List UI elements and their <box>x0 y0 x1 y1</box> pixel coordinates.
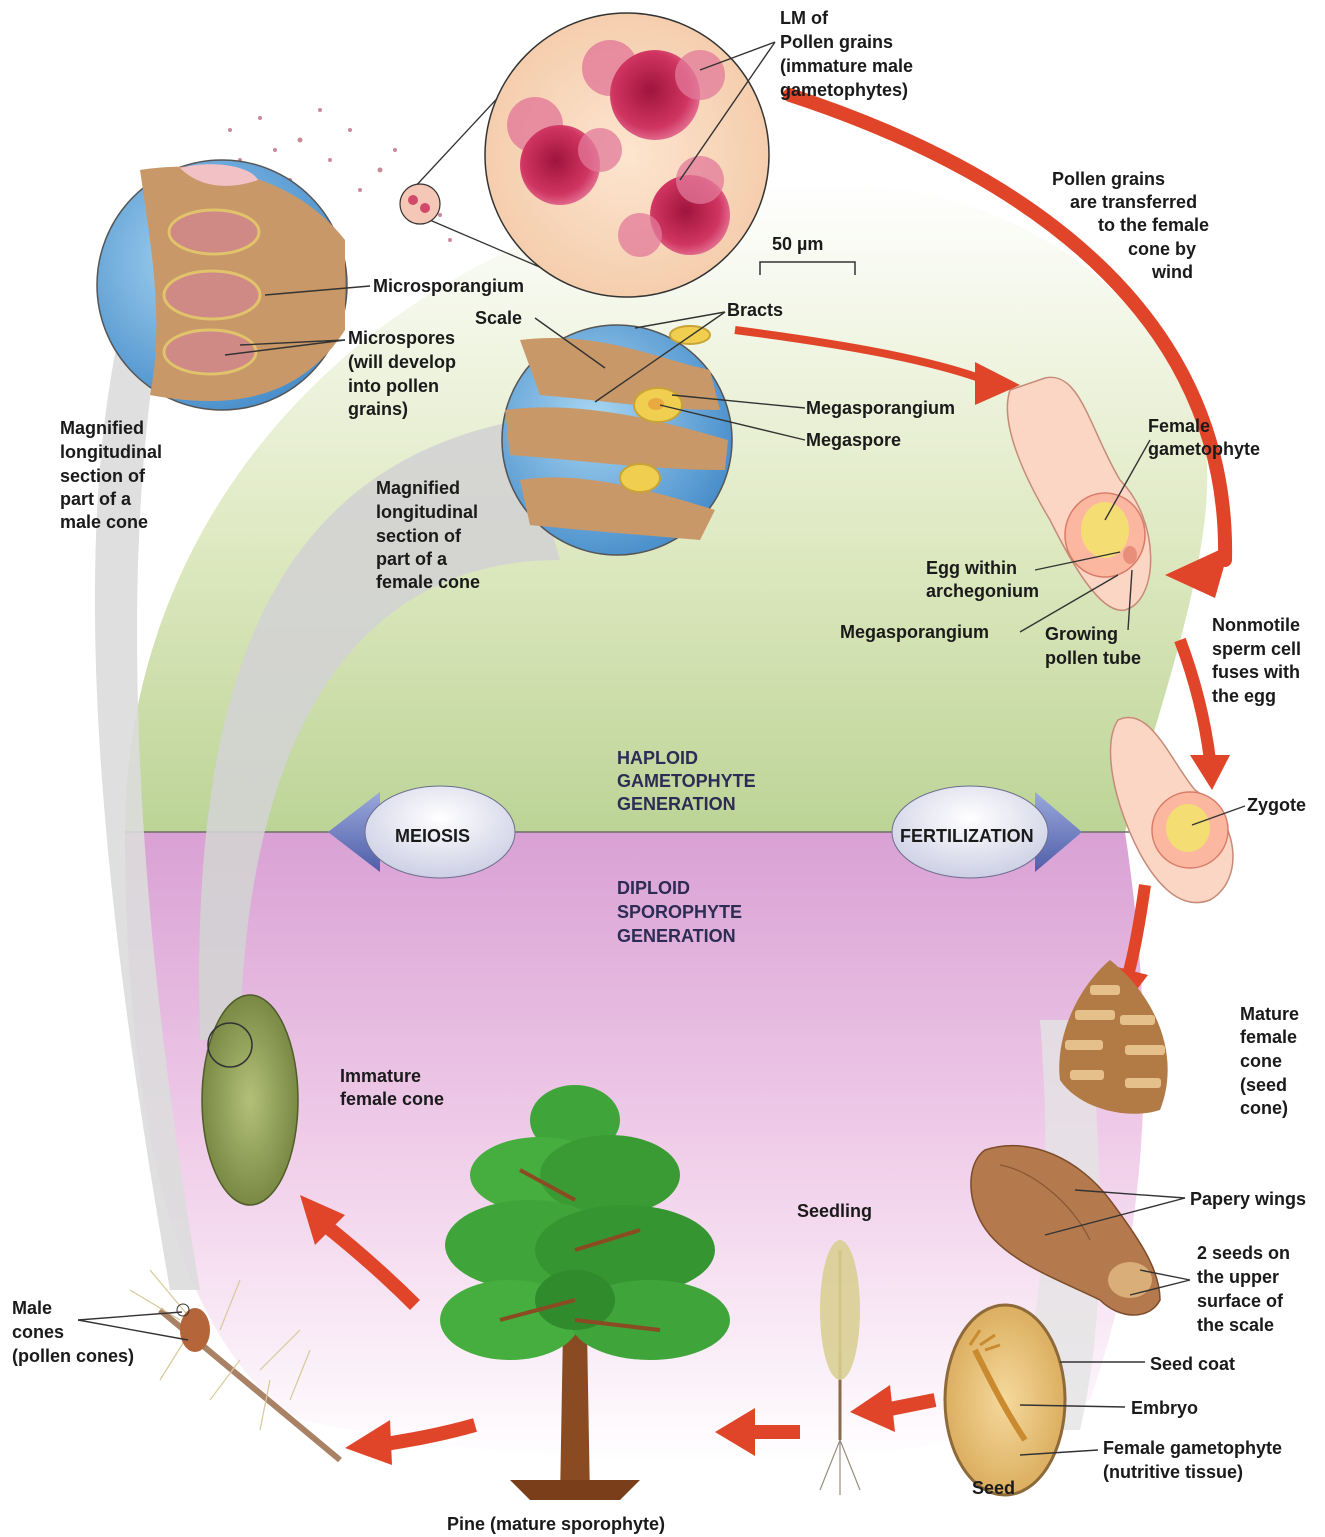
seed-illustration <box>945 1305 1065 1495</box>
sperm-label: Nonmotile sperm cell fuses with the egg <box>1212 615 1306 706</box>
zygote-label: Zygote <box>1247 795 1306 815</box>
scale-bar-label: 50 µm <box>772 234 823 254</box>
immature-female-cone-illustration <box>202 995 298 1205</box>
bracts-label: Bracts <box>727 300 783 320</box>
megasporangium-top-label: Megasporangium <box>806 398 955 418</box>
scale-label: Scale <box>475 308 522 328</box>
papery-wings-label: Papery wings <box>1190 1189 1306 1209</box>
female-gametophyte-nutritive-label: Female gametophyte (nutritive tissue) <box>1103 1438 1287 1482</box>
megasporangium-bottom-label: Megasporangium <box>840 622 989 642</box>
seedling-label: Seedling <box>797 1201 872 1221</box>
female-cone-section <box>502 325 732 555</box>
seed-label: Seed <box>972 1478 1015 1498</box>
male-cone-section <box>97 160 347 410</box>
male-cones-label: Male cones (pollen cones) <box>12 1298 134 1366</box>
two-seeds-label: 2 seeds on the upper surface of the scal… <box>1197 1243 1295 1335</box>
meiosis-label: MEIOSIS <box>395 826 470 846</box>
mature-cone-label: Mature female cone (seed cone) <box>1240 1004 1304 1118</box>
megaspore-label: Megaspore <box>806 430 901 450</box>
lm-pollen-label: LM of Pollen grains (immature male gamet… <box>780 8 918 100</box>
pollen-micrograph <box>485 13 769 297</box>
male-section-label: Magnified longitudinal section of part o… <box>60 418 167 532</box>
embryo-label: Embryo <box>1131 1398 1198 1418</box>
microsporangium-label: Microsporangium <box>373 276 524 296</box>
fertilization-label: FERTILIZATION <box>900 826 1034 846</box>
seed-coat-label: Seed coat <box>1150 1354 1235 1374</box>
pine-label: Pine (mature sporophyte) <box>447 1514 665 1534</box>
